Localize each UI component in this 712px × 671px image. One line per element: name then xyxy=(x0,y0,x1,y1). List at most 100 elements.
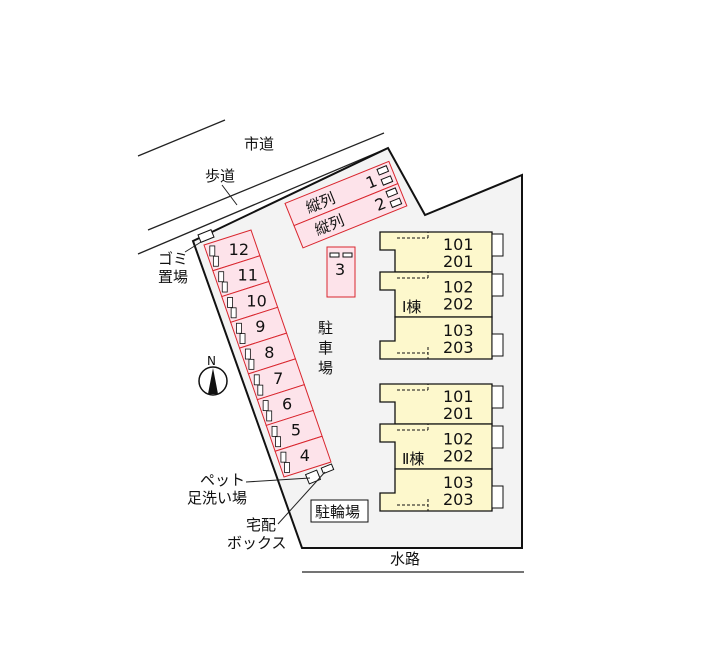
wheel-stop xyxy=(385,187,399,198)
unit-number: 201 xyxy=(443,252,474,271)
unit-outline xyxy=(379,468,493,512)
space-number: 5 xyxy=(291,420,301,439)
wheel-stop xyxy=(284,462,290,473)
wheel-stop xyxy=(239,333,246,344)
waterway-label: 水路 xyxy=(390,550,420,568)
leader-line xyxy=(277,471,326,525)
garbage-station xyxy=(197,229,215,243)
wheel-stop xyxy=(244,348,251,360)
unit-number: 102 xyxy=(443,278,474,297)
parking-label-1: 駐 xyxy=(318,319,333,337)
wheel-stop xyxy=(230,307,237,319)
space-number: 8 xyxy=(264,343,274,362)
north-arrow-icon xyxy=(208,368,218,394)
wheel-stop xyxy=(389,197,403,209)
wheel-stop xyxy=(221,281,228,293)
wheel-stop xyxy=(212,255,219,267)
unit-number: 202 xyxy=(443,295,474,314)
unit-outline xyxy=(379,383,493,425)
dashed-line xyxy=(397,424,429,431)
unit-outline xyxy=(379,271,493,318)
wheel-stop xyxy=(280,451,287,463)
wheel-stop xyxy=(236,322,242,334)
compass: N xyxy=(198,354,228,396)
garbage-label-1: ゴミ xyxy=(158,250,188,268)
wheel-stop xyxy=(342,252,353,258)
dashed-line xyxy=(397,272,429,279)
sidewalk-line xyxy=(137,147,389,255)
bicycle-parking xyxy=(310,499,369,523)
wheel-stop xyxy=(266,410,273,422)
delivery-box-label-1: 宅配 xyxy=(246,516,276,534)
building-name: Ⅱ棟 xyxy=(402,450,424,468)
space-number: 9 xyxy=(255,317,265,336)
city-road-label: 市道 xyxy=(244,135,274,153)
dashed-line xyxy=(397,347,429,359)
delivery-box-label-2: ボックス xyxy=(227,534,287,552)
wheel-stop xyxy=(262,400,269,412)
space-number: 10 xyxy=(246,291,266,310)
balcony xyxy=(491,333,504,357)
unit-number: 102 xyxy=(443,430,474,449)
space-number: 3 xyxy=(335,260,345,279)
dashed-line xyxy=(397,499,429,511)
wheel-stop xyxy=(227,297,233,308)
wheel-stop xyxy=(275,436,281,448)
tandem-parking: 縦列 縦列 1 2 xyxy=(284,160,408,249)
wheel-stop xyxy=(209,245,216,257)
unit-number: 201 xyxy=(443,404,474,423)
parking-label-2: 車 xyxy=(318,339,333,357)
space-number: 7 xyxy=(273,369,283,388)
road-line xyxy=(147,132,385,231)
building-name: Ⅰ棟 xyxy=(402,298,421,316)
leader-line xyxy=(184,241,202,253)
unit-number: 101 xyxy=(443,235,474,254)
delivery-box xyxy=(320,463,335,475)
unit-outline xyxy=(379,231,493,273)
unit-number: 203 xyxy=(443,338,474,357)
parking-space-2[interactable] xyxy=(293,182,408,249)
pet-wash-label-2: 足洗い場 xyxy=(187,489,247,507)
garbage-label-2: 置場 xyxy=(158,268,188,286)
space-number: 6 xyxy=(282,395,292,414)
unit-number: 202 xyxy=(443,447,474,466)
compass-north-label: N xyxy=(207,354,216,368)
leader-line xyxy=(245,477,311,483)
dashed-line xyxy=(397,384,429,391)
balcony xyxy=(491,233,504,257)
pet-wash-label-1: ペット xyxy=(200,471,245,489)
wheel-stop xyxy=(271,425,278,437)
unit-outline xyxy=(379,423,493,470)
space-number: 4 xyxy=(300,446,310,465)
parking-strip: 12 11 10 9 8 7 6 5 4 xyxy=(203,229,332,478)
dashed-line xyxy=(397,232,429,239)
sidewalk-label: 歩道 xyxy=(205,167,235,185)
wheel-stop xyxy=(376,165,390,176)
wheel-stop xyxy=(257,384,264,396)
unit-outline xyxy=(379,316,493,360)
unit-number: 101 xyxy=(443,387,474,406)
wheel-stop xyxy=(380,175,394,186)
balcony xyxy=(491,425,504,449)
unit-number: 203 xyxy=(443,490,474,509)
wheel-stop xyxy=(253,374,260,386)
space-number: 11 xyxy=(238,266,258,285)
balcony xyxy=(491,485,504,509)
space-number: 12 xyxy=(229,240,249,259)
bicycle-parking-label: 駐輪場 xyxy=(315,503,360,521)
balcony xyxy=(491,385,504,409)
leader-line xyxy=(221,184,238,206)
unit-number: 103 xyxy=(443,473,474,492)
wheel-stop xyxy=(329,252,340,258)
